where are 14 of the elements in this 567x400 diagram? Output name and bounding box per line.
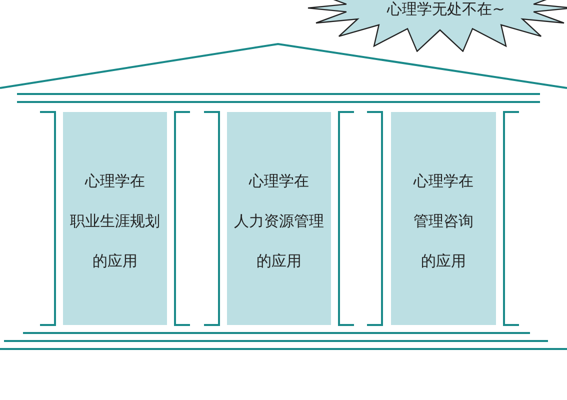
pillar-panel	[227, 112, 331, 325]
pillar-panel	[391, 112, 496, 325]
pillar-text: 心理学在	[84, 172, 146, 190]
pillar-text: 管理咨询	[412, 212, 474, 230]
pillar-text: 的应用	[420, 252, 467, 270]
pillar-text: 的应用	[92, 252, 138, 270]
starburst-callout	[305, 0, 567, 52]
pillar-text: 的应用	[256, 252, 302, 270]
pillar-panel	[63, 112, 167, 325]
callout-text: 心理学无处不在~	[386, 0, 506, 18]
pillar-text: 心理学在	[412, 172, 474, 190]
pillar-text: 人力资源管理	[233, 212, 325, 230]
pillar-text: 心理学在	[248, 172, 310, 190]
pillar-text: 职业生涯规划	[69, 212, 161, 230]
